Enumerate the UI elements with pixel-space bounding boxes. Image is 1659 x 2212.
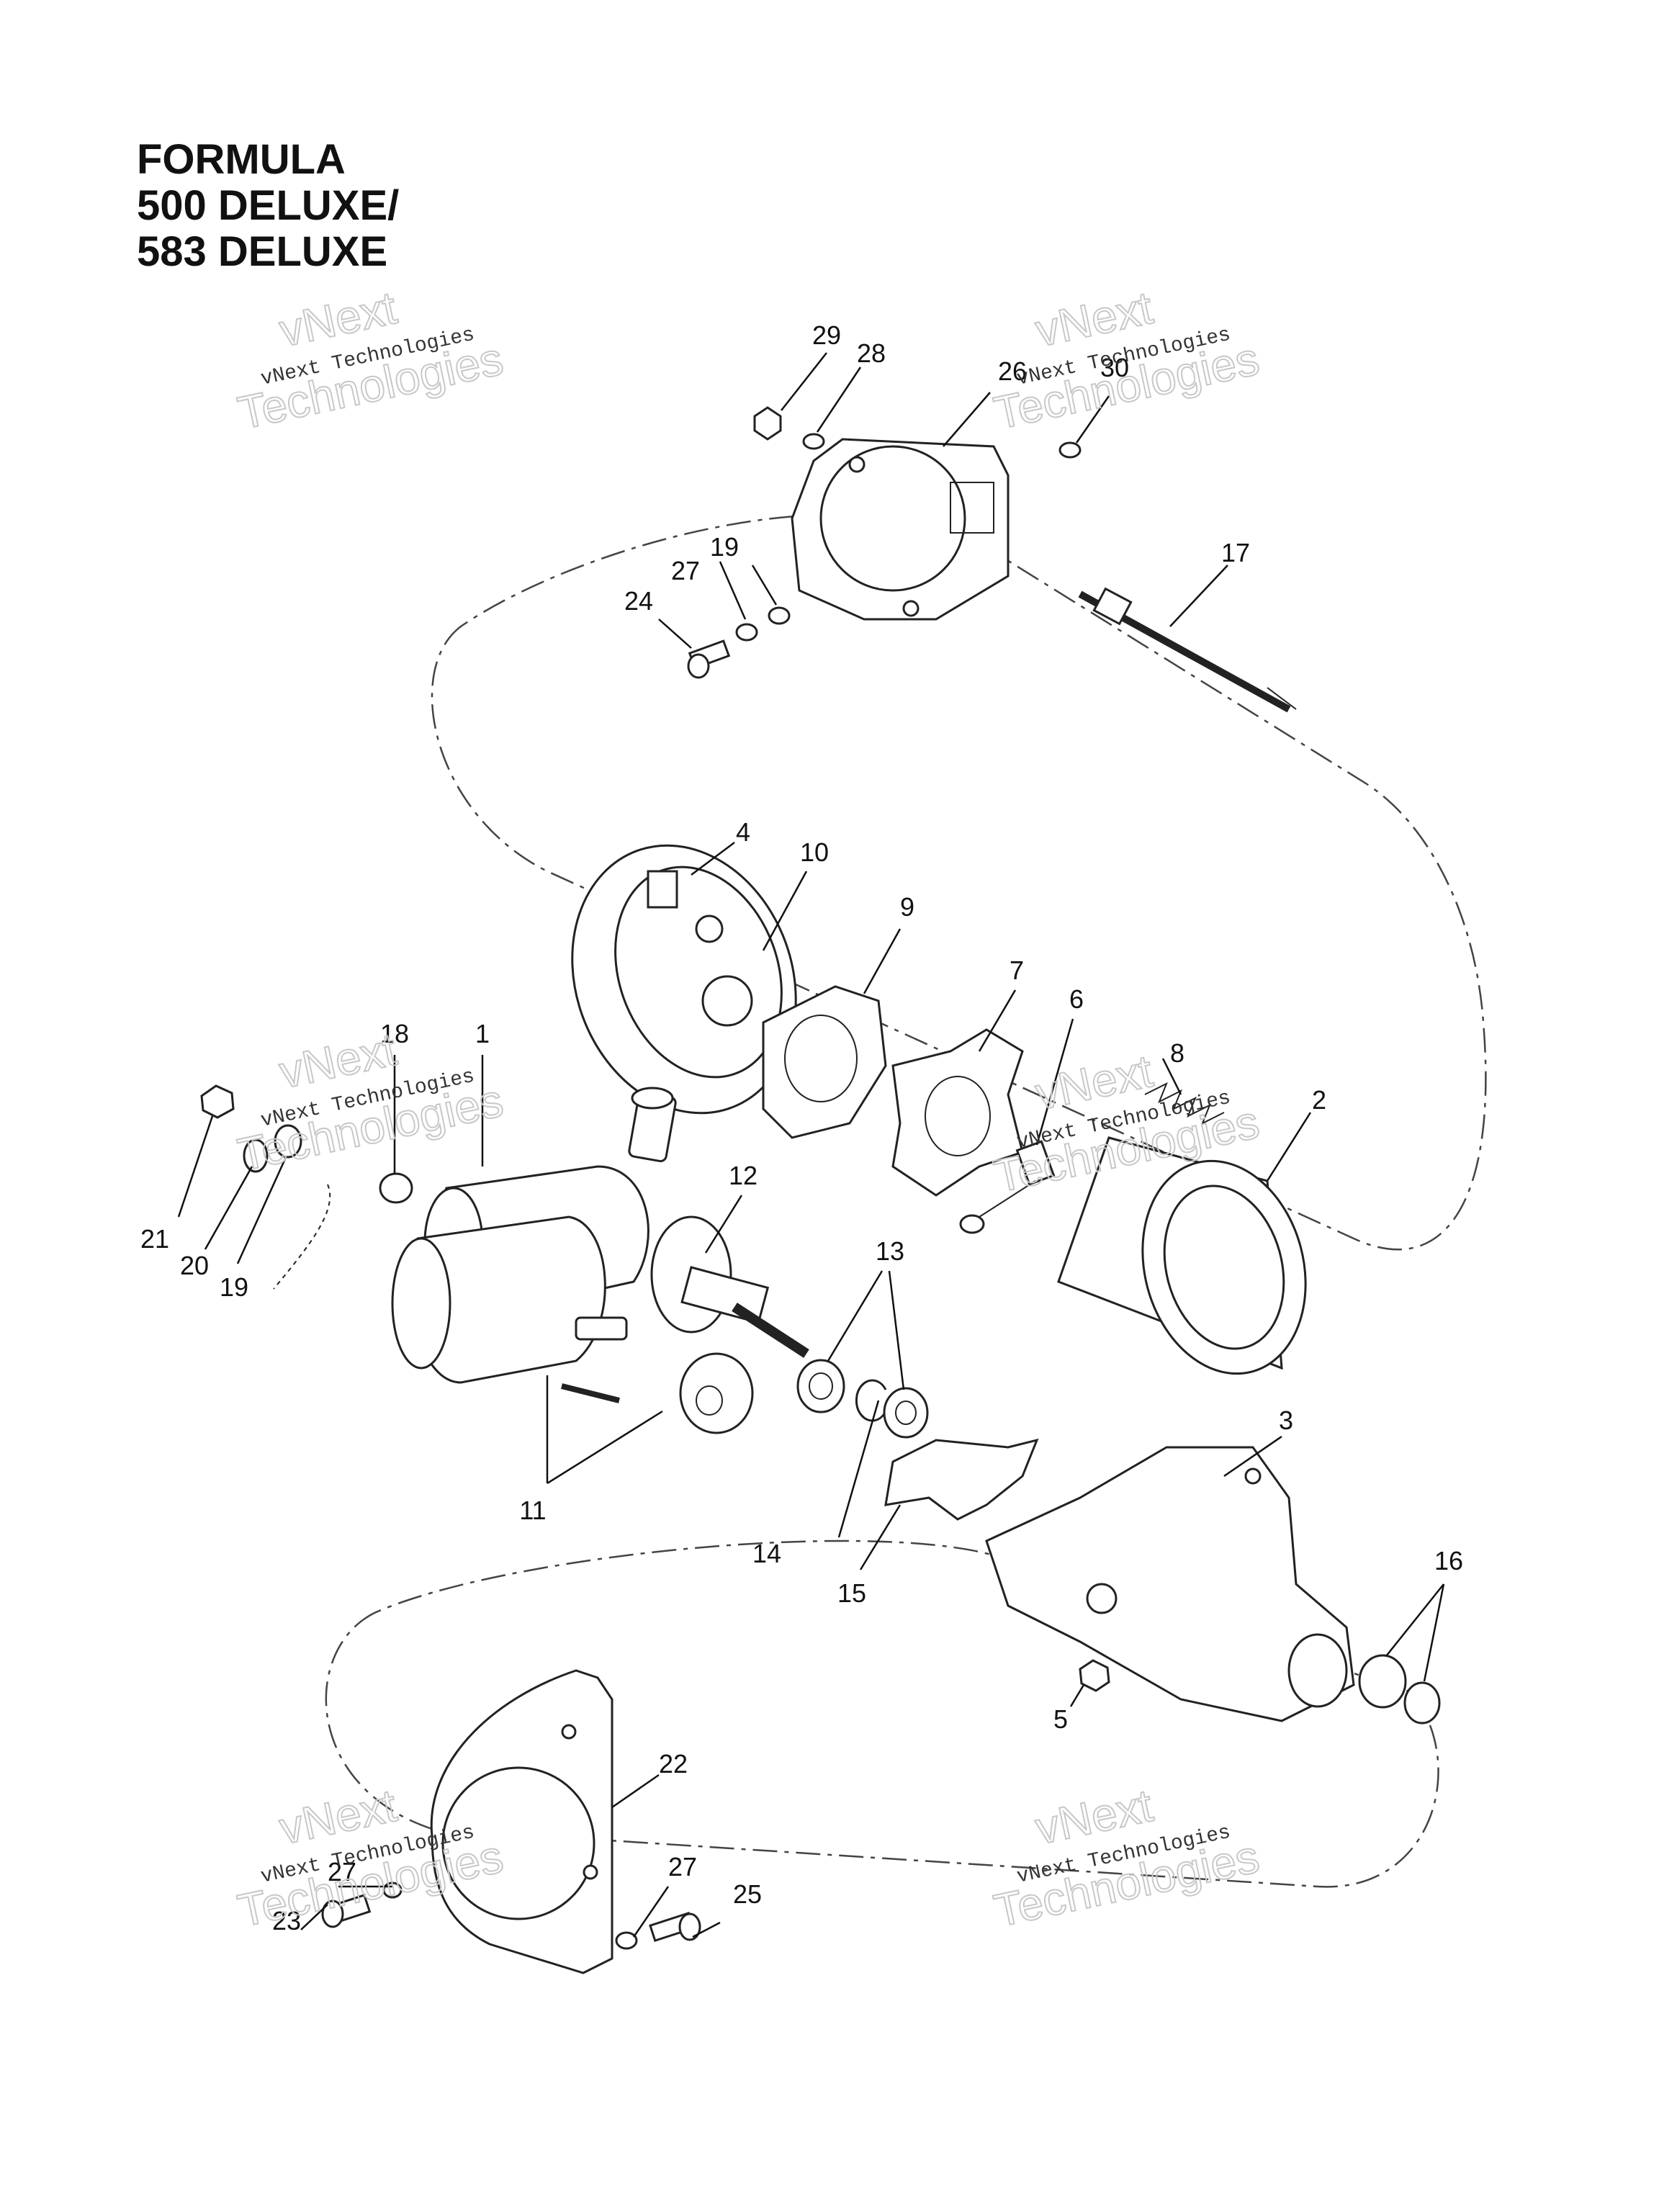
watermark-top-right: vNext Technologies vNext Technologies [989,281,1264,440]
lower-assembly-outline [325,1539,1439,1888]
washer-13-b [883,1387,929,1439]
callout-22: 22 [659,1749,688,1779]
callout-9: 9 [900,892,914,922]
callout-labels: 1 2 3 4 5 6 7 8 9 10 11 12 13 14 15 16 1… [140,320,1463,1936]
callout-1: 1 [475,1019,490,1048]
washer-27-bottom-right [615,1931,638,1950]
leader-lines [177,352,1445,1938]
armature-12 [650,1215,809,1358]
callout-23: 23 [272,1906,301,1936]
washer-28 [802,433,825,450]
yoke-2 [1057,1136,1307,1375]
callout-6: 6 [1069,984,1084,1014]
callout-17: 17 [1221,538,1250,567]
washer-13-b-inner [895,1401,917,1425]
end-cover-4 [571,844,797,1115]
solenoid-11 [391,1215,628,1403]
watermark-top-left: vNext Technologies vNext Technologies [233,281,508,440]
nut-5 [1079,1659,1110,1692]
pin-under-cover [628,1087,677,1163]
washer-19-left [274,1124,302,1159]
washer-27-top [735,623,758,642]
through-bolt-17 [1078,587,1297,713]
armature-cap [679,1352,754,1434]
upper-assembly-outline [431,513,1487,1251]
callout-27-bottom-left: 27 [328,1857,356,1887]
callout-10: 10 [800,837,829,867]
brush-6 [959,1140,1056,1234]
callout-30: 30 [1100,353,1129,382]
callout-19-left: 19 [220,1272,248,1302]
callout-24: 24 [624,586,653,616]
washer-19-top [768,606,791,625]
bushing-16 [1358,1654,1441,1725]
callout-16: 16 [1434,1546,1463,1575]
upper-bracket [791,438,1010,621]
washer-20 [243,1138,269,1173]
callout-27-bottom-right: 27 [668,1852,697,1881]
watermark-bottom-right: vNext Technologies vNext Technologies [989,1779,1264,1938]
callout-7: 7 [1010,956,1024,985]
callout-4: 4 [736,817,750,847]
callout-21: 21 [140,1224,169,1254]
callout-3: 3 [1279,1406,1293,1435]
washer-13-a-inner [809,1372,833,1400]
screw-25 [649,1911,701,1943]
callout-11: 11 [519,1496,546,1525]
washer-30 [1058,441,1082,459]
nut-21 [200,1084,235,1119]
lower-bracket-22 [430,1669,613,1974]
title-line-1: FORMULA [137,136,346,183]
callout-26: 26 [998,356,1027,386]
callout-13: 13 [876,1236,904,1266]
callout-25: 25 [733,1879,762,1909]
nut-18 [379,1172,413,1204]
callout-19-top: 19 [710,532,739,562]
callout-20: 20 [180,1251,209,1280]
callout-5: 5 [1053,1704,1068,1734]
callout-14: 14 [752,1539,781,1568]
callout-12: 12 [729,1161,757,1190]
title-line-2: 500 DELUXE/ [137,182,400,229]
callout-15: 15 [837,1578,866,1608]
screw-23 [321,1894,372,1928]
brush-spring-8 [1144,1082,1225,1125]
title-line-3: 583 DELUXE [137,228,388,275]
callout-2: 2 [1312,1085,1326,1115]
drive-housing-3 [985,1446,1355,1722]
callout-28: 28 [857,338,886,368]
nut-29 [753,406,782,441]
circlip-14 [855,1379,887,1422]
watermark-mid-left: vNext Technologies vNext Technologies [233,1022,508,1182]
plate-9 [762,985,887,1139]
callout-27-top: 27 [671,556,700,585]
screw-24 [687,639,731,679]
callout-29: 29 [812,320,841,350]
washer-13-a [796,1359,845,1413]
callout-8: 8 [1170,1038,1184,1068]
lead-wire [273,1184,331,1290]
callout-18: 18 [380,1019,409,1048]
diagram-title: FORMULA 500 DELUXE/ 583 DELUXE [137,137,399,275]
shift-lever-15 [884,1438,1039,1521]
